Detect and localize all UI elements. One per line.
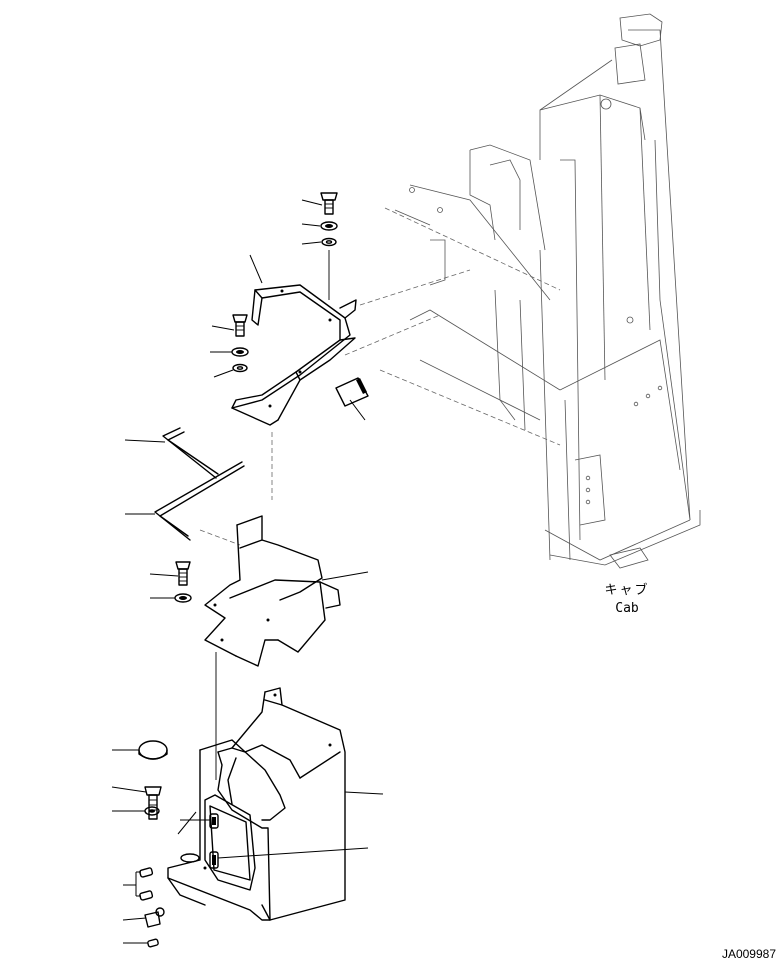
washer-lower (174, 593, 192, 603)
grease-fitting (144, 907, 165, 928)
cab-label-english: Cab (615, 601, 639, 616)
bottom-box-cover (167, 687, 346, 921)
latch-lower (209, 851, 219, 869)
clip-pair (139, 867, 154, 901)
bolt-top (320, 192, 338, 215)
document-id: JA009987 (722, 947, 776, 961)
upper-cover (231, 284, 357, 426)
latch-upper (209, 813, 219, 829)
caution-label-plate (335, 377, 369, 407)
leader-lines (111, 199, 384, 944)
middle-bracket (204, 515, 341, 667)
small-clip (147, 938, 159, 948)
flat-washer-mid (232, 363, 248, 373)
bolt-lower (175, 561, 191, 586)
hose-pipe (154, 427, 273, 546)
spring-washer-top (320, 221, 338, 231)
bolt-mid (232, 314, 248, 337)
cab-label-japanese: キャブ (604, 582, 649, 598)
cab-frame (344, 13, 701, 569)
rubber-cap (138, 740, 168, 760)
spring-washer-mid (231, 347, 249, 357)
flat-washer-top (321, 237, 337, 247)
